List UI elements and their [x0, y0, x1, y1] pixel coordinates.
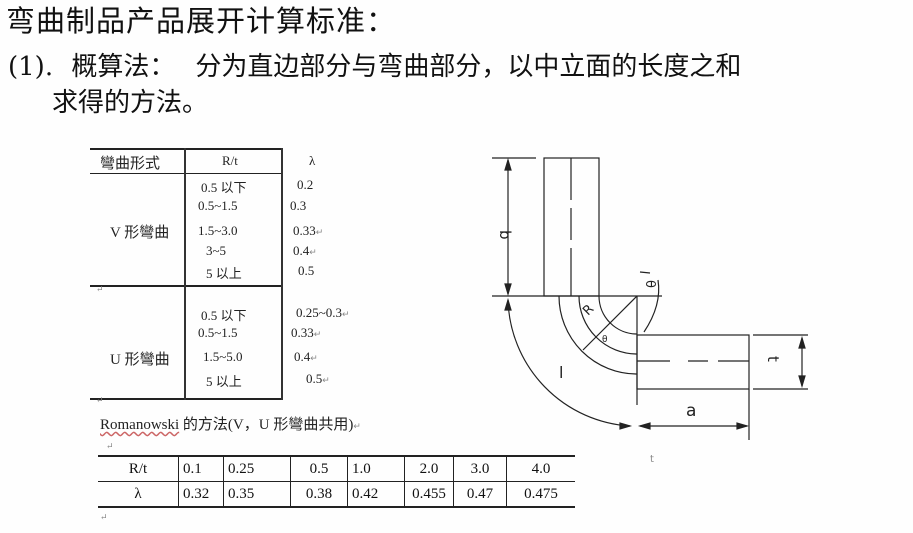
label-theta: θ	[642, 280, 657, 288]
cell-lambda: 0.33	[293, 223, 316, 238]
method-description: 分为直边部分与弯曲部分，以中立面的长度之和	[195, 52, 742, 82]
return-mark: ↵	[353, 421, 361, 431]
cell-lambda: 0.5	[306, 371, 323, 386]
cell-rt: 1.5~5.0	[203, 349, 243, 364]
cell-rt: 5 以上	[206, 266, 242, 281]
cell-lambda: 0.33	[291, 325, 314, 340]
row-label-lambda: λ	[98, 481, 179, 508]
cell-rt: 0.5 以下	[201, 308, 247, 323]
cell-rt: 2.0	[404, 455, 454, 482]
cell-rt: 3.0	[453, 455, 507, 482]
group-divider	[90, 285, 282, 287]
label-b: b	[496, 230, 514, 240]
method-name: 概算法：	[71, 52, 176, 82]
cell-lambda: 0.38	[290, 481, 348, 508]
table-top-border	[90, 148, 282, 150]
group-form-u: U 形彎曲	[110, 352, 170, 368]
group-form-v: V 形彎曲	[110, 225, 170, 241]
cell-lambda: 0.3	[290, 198, 307, 213]
return-mark: ↵	[310, 353, 318, 363]
return-mark: ↵	[309, 247, 317, 257]
romanowski-caption-rest: 的方法(V，U 形彎曲共用)	[179, 417, 354, 433]
cell-lambda: 0.47	[453, 481, 507, 508]
romanowski-caption: Romanowski 的方法(V，U 形彎曲共用)↵	[100, 413, 361, 434]
label-theta-small: θ	[602, 335, 608, 345]
cell-rt: 5 以上	[206, 374, 242, 389]
header-form: 彎曲形式	[100, 156, 161, 172]
cell-lambda: 0.35	[223, 481, 291, 508]
header-rt: R/t	[222, 153, 238, 168]
cell-rt: 0.25	[223, 455, 291, 482]
cell-lambda: 0.475	[506, 481, 575, 508]
cell-rt: 0.5~1.5	[198, 325, 238, 340]
method-number: (1).	[8, 52, 54, 82]
col-divider-2	[281, 148, 283, 400]
cell-lambda: 0.42	[347, 481, 405, 508]
cell-lambda: 0.25~0.3	[296, 305, 343, 320]
table-bottom-border	[90, 398, 282, 400]
cell-lambda: 0.5	[298, 263, 315, 278]
col-divider-1	[184, 148, 186, 400]
cell-rt: 0.5	[290, 455, 348, 482]
return-mark: ↵	[342, 309, 350, 319]
row-label-rt: R/t	[98, 455, 179, 482]
cell-rt: 0.5~1.5	[198, 198, 238, 213]
cell-rt: 0.1	[178, 455, 224, 482]
return-mark: ↵	[313, 329, 322, 339]
return-mark: ↵	[96, 285, 104, 295]
return-mark: ↵	[322, 375, 330, 385]
label-l: l	[559, 363, 563, 382]
cell-lambda: 0.455	[404, 481, 454, 508]
return-mark: ↵	[100, 513, 108, 523]
page-title: 弯曲制品产品展开计算标准：	[6, 4, 397, 38]
method-line-1: (1). 概算法： 分为直边部分与弯曲部分，以中立面的长度之和	[8, 46, 741, 83]
horizontal-leg	[636, 334, 750, 390]
return-mark: ↵	[106, 442, 114, 452]
return-mark: ↵	[96, 396, 104, 406]
cell-lambda: 0.2	[297, 177, 314, 192]
header-border	[90, 173, 282, 174]
label-t: t	[764, 356, 782, 362]
cell-lambda: 0.4	[294, 349, 311, 364]
cell-rt: 0.5 以下	[201, 180, 247, 195]
cell-lambda: 0.4	[293, 243, 310, 258]
table-row: λ 0.32 0.35 0.38 0.42 0.455 0.47 0.475	[98, 481, 575, 508]
header-lambda: λ	[309, 153, 316, 168]
bend-diagram: b R θ θ l t a t	[492, 157, 808, 465]
cell-lambda: 0.32	[178, 481, 224, 508]
cell-rt: 1.5~3.0	[198, 223, 238, 238]
cell-rt: 4.0	[506, 455, 575, 482]
cell-rt: 1.0	[347, 455, 405, 482]
table-row: R/t 0.1 0.25 0.5 1.0 2.0 3.0 4.0	[98, 455, 575, 482]
method-line-2: 求得的方法。	[52, 88, 209, 118]
return-mark: ↵	[315, 227, 324, 237]
label-a: a	[686, 401, 696, 421]
cell-rt: 3~5	[206, 243, 227, 258]
romanowski-table: R/t 0.1 0.25 0.5 1.0 2.0 3.0 4.0 λ 0.32 …	[98, 455, 575, 508]
romanowski-name: Romanowski	[100, 417, 180, 433]
label-small-t: t	[650, 454, 654, 465]
